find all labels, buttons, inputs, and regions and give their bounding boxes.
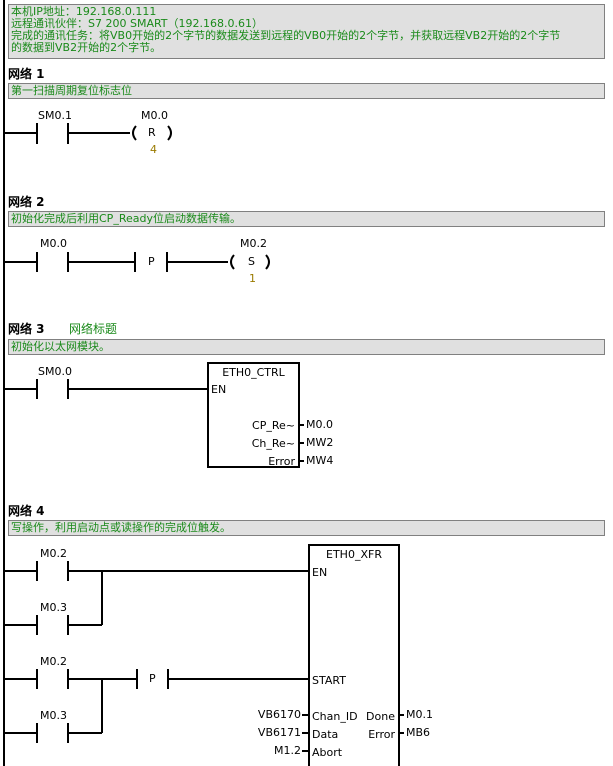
pin-input: Data (312, 728, 339, 741)
pin-output: CP_Re~ (252, 419, 295, 432)
network-2-title[interactable]: 网络 2 (8, 195, 45, 209)
pin-output: Done (366, 710, 395, 723)
program-comment[interactable]: 本机IP地址：192.168.0.111 远程通讯伙伴：S7 200 SMART… (8, 4, 605, 59)
eth0-xfr-block[interactable]: ETH0_XFR EN START Chan_ID Data Abort Don… (308, 544, 400, 766)
network-4-comment[interactable]: 写操作，利用启动点或读操作的完成位触发。 (8, 520, 605, 536)
contact-address: M0.2 (40, 655, 67, 668)
network-2-rung (4, 252, 270, 272)
pin-en: EN (211, 383, 227, 396)
comment-line: 的数据到VB2开始的2个字节。 (11, 41, 162, 54)
input-value: VB6170 (257, 708, 301, 721)
network-1-title[interactable]: 网络 1 (8, 67, 45, 81)
pin-output: Error (268, 455, 295, 468)
power-rail (3, 0, 5, 766)
pin-output: Error (368, 728, 395, 741)
output-value: MW4 (306, 454, 334, 467)
network-3-comment[interactable]: 初始化以太网模块。 (8, 339, 605, 355)
network-3-subtitle[interactable]: 网络标题 (69, 322, 118, 336)
contact-address: M0.2 (40, 547, 67, 560)
comment-line: 本机IP地址：192.168.0.111 (11, 5, 157, 18)
contact-address: M0.3 (40, 601, 67, 614)
output-value: M0.0 (306, 418, 333, 431)
comment-line: 完成的通讯任务：将VB0开始的2个字节的数据发送到远程的VB0开始的2个字节，并… (11, 29, 561, 42)
edge-label: P (149, 672, 156, 685)
contact-address: M0.0 (40, 237, 67, 250)
coil-left (132, 125, 137, 141)
input-value: M1.2 (274, 744, 301, 757)
coil-count: 1 (249, 272, 256, 285)
eth0-ctrl-block[interactable]: ETH0_CTRL EN CP_Re~ Ch_Re~ Error (207, 362, 300, 468)
pin-input: Chan_ID (312, 710, 358, 723)
network-3-rung (4, 379, 304, 462)
coil-address: M0.0 (141, 109, 168, 122)
coil-address: M0.2 (240, 237, 267, 250)
output-value: MB6 (406, 726, 431, 739)
network-4-title[interactable]: 网络 4 (8, 504, 45, 518)
coil-count: 4 (150, 143, 157, 156)
coil-type: S (248, 255, 255, 268)
network-3-title[interactable]: 网络 3 (8, 322, 45, 336)
output-value: M0.1 (406, 708, 433, 721)
pin-output: Ch_Re~ (251, 437, 295, 450)
contact-address: SM0.0 (38, 365, 72, 378)
edge-label: P (148, 255, 155, 268)
contact-address: M0.3 (40, 709, 67, 722)
comment-line: 远程通讯伙伴：S7 200 SMART（192.168.0.61） (11, 17, 264, 30)
contact-address: SM0.1 (38, 109, 72, 122)
pin-start: START (312, 674, 346, 687)
input-value: VB6171 (257, 726, 301, 739)
network-1-comment[interactable]: 第一扫描周期复位标志位 (8, 83, 605, 99)
block-name: ETH0_CTRL (222, 366, 285, 379)
network-2-comment[interactable]: 初始化完成后利用CP_Ready位启动数据传输。 (8, 211, 605, 227)
output-value: MW2 (306, 436, 334, 449)
pin-en: EN (312, 566, 328, 579)
coil-type: R (148, 126, 156, 139)
network-4-rung (4, 561, 404, 752)
pin-input: Abort (312, 746, 343, 759)
network-1-rung (4, 123, 172, 144)
block-name: ETH0_XFR (326, 548, 382, 561)
coil-right (167, 125, 172, 141)
